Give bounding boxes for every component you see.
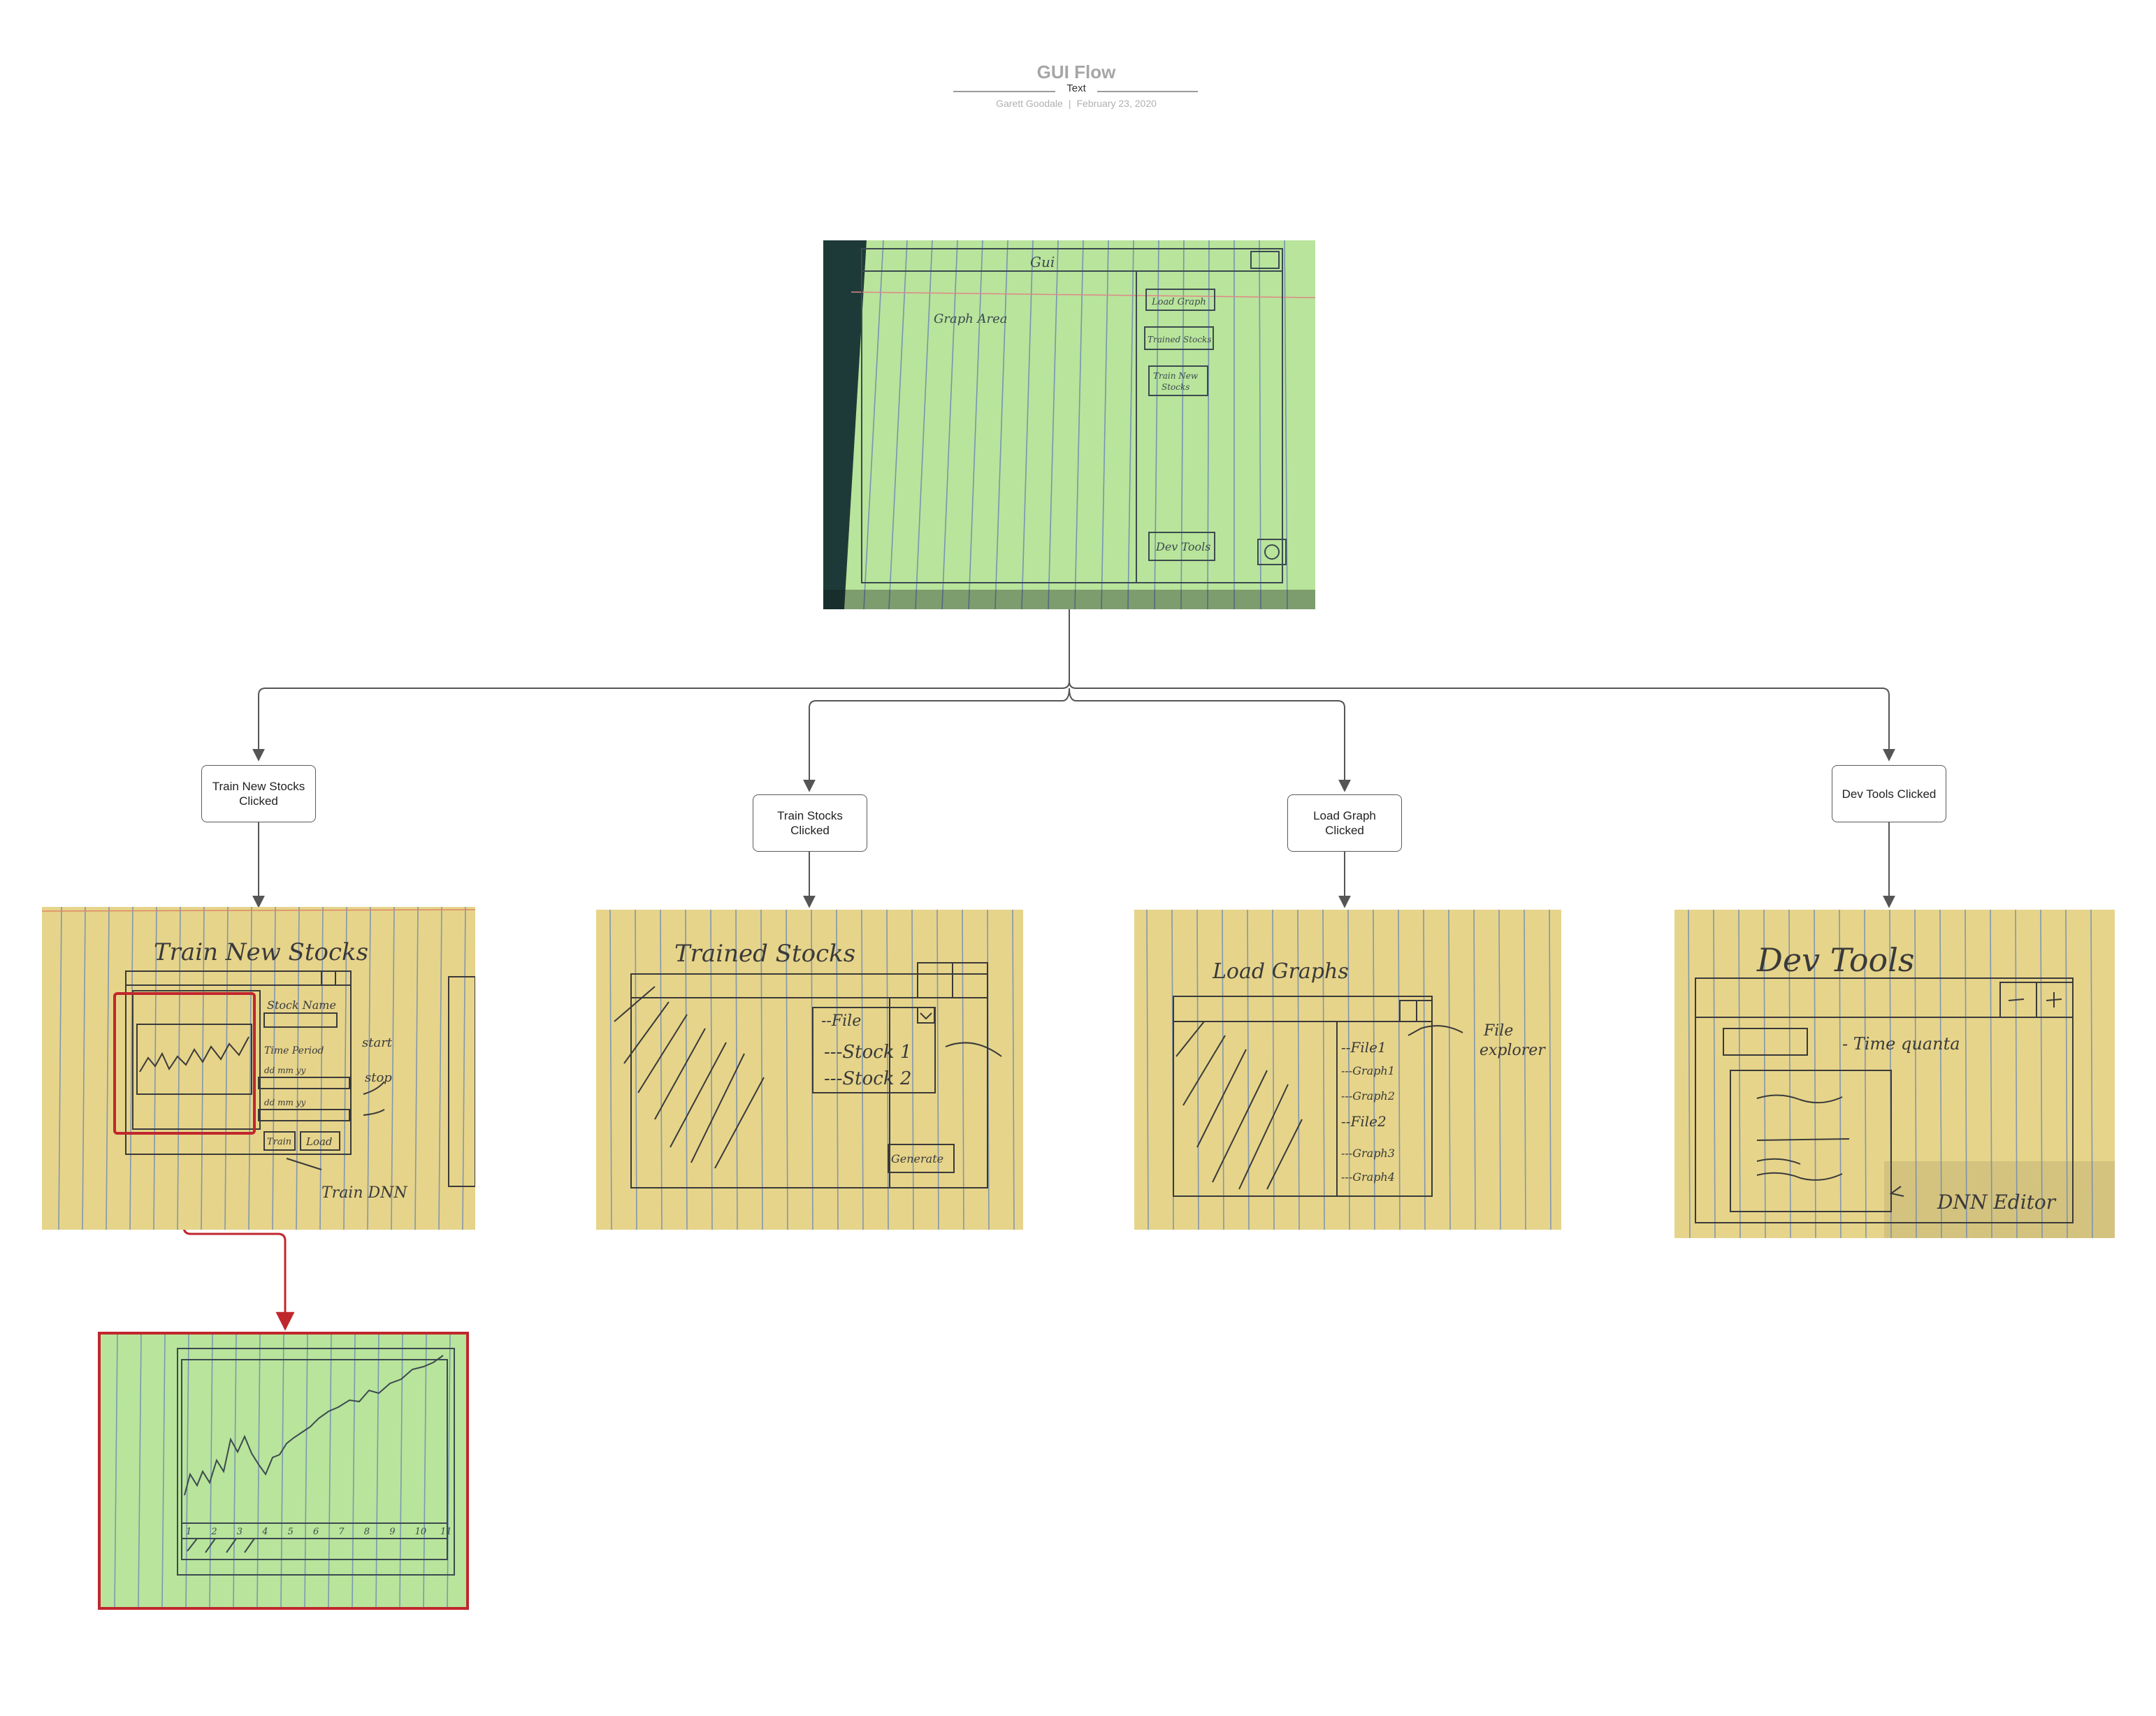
graph-zoom-tick: 2 <box>210 1527 217 1537</box>
connector-to-dev-tools <box>1069 681 1895 762</box>
trained-stock-2: ---Stock 2 <box>824 1068 911 1089</box>
node-train-stocks-clicked[interactable]: Train Stocks Clicked <box>753 794 867 852</box>
node-train-new-stocks-clicked[interactable]: Train New Stocks Clicked <box>201 765 316 822</box>
load-graphs-file1: --File1 <box>1341 1039 1387 1056</box>
train-new-load-button: Load <box>305 1135 333 1148</box>
main-title: Gui <box>1030 254 1055 270</box>
train-new-train-button: Train <box>267 1137 291 1147</box>
load-graphs-file-explorer-2: explorer <box>1479 1042 1546 1059</box>
graph-zoom-tick: 3 <box>237 1527 243 1537</box>
main-graph-area: Graph Area <box>934 312 1008 326</box>
train-new-start-format: dd mm yy <box>264 1066 306 1075</box>
graph-zoom-tick: 7 <box>338 1527 345 1537</box>
train-new-time-period: Time Period <box>264 1045 324 1056</box>
trained-title: Trained Stocks <box>674 940 855 968</box>
graph-zoom-tick: 6 <box>313 1527 319 1537</box>
node-dev-tools-clicked[interactable]: Dev Tools Clicked <box>1832 765 1946 822</box>
trained-file: --File <box>821 1012 861 1030</box>
load-graphs-graph3: ---Graph3 <box>1341 1147 1395 1160</box>
graph-zoom-tick: 10 <box>415 1527 427 1537</box>
document-meta: Garett Goodale | February 23, 2020 <box>936 98 1216 109</box>
node-load-graph-clicked[interactable]: Load Graph Clicked <box>1287 794 1402 852</box>
document-title: GUI Flow <box>1036 61 1116 82</box>
load-graphs-file2: --File2 <box>1341 1113 1387 1130</box>
main-btn-trained-stocks: Trained Stocks <box>1148 335 1211 344</box>
author: Garett Goodale <box>996 98 1063 109</box>
graph-zoom-tick: 8 <box>364 1527 370 1537</box>
main-btn-train-new-2: Stocks <box>1162 382 1189 392</box>
graph-zoom-tick: 11 <box>440 1527 452 1537</box>
dev-tools-dnn-editor: DNN Editor <box>1937 1191 2057 1214</box>
trained-generate-button: Generate <box>891 1152 943 1165</box>
train-new-stock-name: Stock Name <box>267 998 336 1012</box>
main-btn-load-graph: Load Graph <box>1151 297 1206 307</box>
load-graphs-title: Load Graphs <box>1212 959 1349 984</box>
train-new-stop-format: dd mm yy <box>264 1098 306 1107</box>
train-new-train-dnn-note: Train DNN <box>321 1184 407 1202</box>
graph-zoom-tick: 5 <box>288 1527 294 1537</box>
dev-tools-title: Dev Tools <box>1756 941 1915 979</box>
sketch-trained-stocks: Trained Stocks --File ---Stock 1 ---Stoc… <box>596 910 1023 1230</box>
sketch-load-graphs: Load Graphs --File1 ---Graph1 ---Graph2 … <box>1134 910 1561 1230</box>
train-new-stop-label: stop <box>365 1070 392 1085</box>
sketch-dev-tools: Dev Tools - Time quanta DNN Editor <box>1674 910 2115 1238</box>
graph-zoom-tick: 1 <box>186 1527 191 1537</box>
date: February 23, 2020 <box>1076 98 1157 109</box>
graph-zoom-tick: 4 <box>261 1527 268 1537</box>
train-new-start-label: start <box>362 1035 393 1050</box>
connector-to-train-new-stocks <box>252 681 1070 762</box>
load-graphs-graph2: ---Graph2 <box>1341 1089 1395 1103</box>
connector-to-train-stocks <box>803 688 1070 792</box>
trained-stock-1: ---Stock 1 <box>824 1042 911 1063</box>
train-new-title: Train New Stocks <box>154 938 368 966</box>
main-btn-train-new-1: Train New <box>1153 371 1199 381</box>
main-btn-dev-tools: Dev Tools <box>1155 540 1210 553</box>
load-graphs-file-explorer-1: File <box>1483 1022 1513 1040</box>
load-graphs-graph4: ---Graph4 <box>1341 1170 1395 1184</box>
meta-separator: | <box>1068 98 1071 109</box>
load-graphs-graph1: ---Graph1 <box>1341 1064 1395 1077</box>
graph-zoom-tick: 9 <box>389 1527 395 1537</box>
dev-tools-time-quanta: - Time quanta <box>1842 1034 1960 1054</box>
connector-zoom-red <box>182 1135 295 1331</box>
sketch-main-gui: Gui Graph Area Load Graph Trained Stocks… <box>823 240 1315 609</box>
sketch-train-new-stocks: Train New Stocks Stock Name Time Period … <box>42 907 475 1230</box>
sketch-graph-zoom: 1 2 3 4 5 6 7 8 9 10 11 <box>98 1332 469 1610</box>
connector-to-load-graph <box>1069 688 1351 792</box>
rule-label: Text <box>1055 82 1097 95</box>
graph-zoom-ticks: 1 2 3 4 5 6 7 8 9 10 11 <box>186 1527 452 1537</box>
